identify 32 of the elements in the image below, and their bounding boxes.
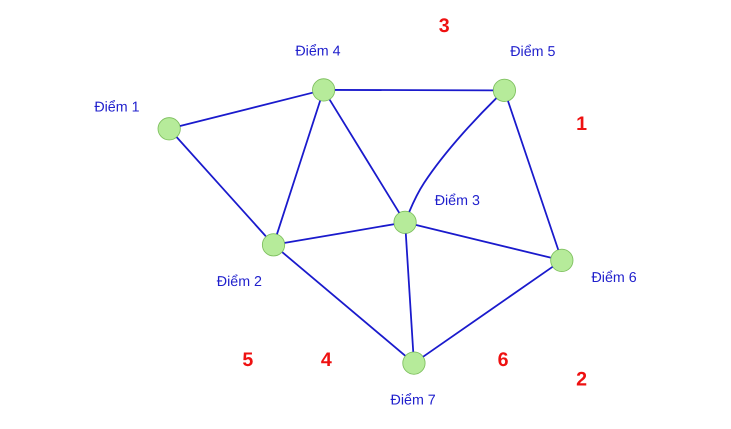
connector xyxy=(176,136,266,237)
node-label: Điểm 3 xyxy=(434,193,480,210)
label: 3 xyxy=(438,15,450,38)
connector xyxy=(276,100,322,234)
node-circle xyxy=(262,233,286,256)
node-label: Điểm 4 xyxy=(295,43,341,60)
connector xyxy=(282,252,406,356)
connector xyxy=(416,224,551,259)
node-label: Điểm 2 xyxy=(216,274,262,290)
node-label: Điểm 1 xyxy=(94,99,140,116)
connector xyxy=(284,223,394,244)
node-circle xyxy=(492,78,516,102)
node-circle xyxy=(402,352,426,375)
connector xyxy=(507,100,560,250)
node-circle xyxy=(393,210,417,234)
node-label: Điểm 5 xyxy=(510,44,556,60)
node-label: Điểm 7 xyxy=(390,392,436,408)
connector xyxy=(334,89,494,92)
connector xyxy=(180,92,313,127)
label: 2 xyxy=(576,368,588,391)
connector xyxy=(408,98,497,212)
node-circle xyxy=(550,248,574,272)
label: 4 xyxy=(320,348,332,371)
connector xyxy=(328,99,400,214)
label: 1 xyxy=(576,113,588,136)
node-circle xyxy=(158,117,181,140)
connector xyxy=(422,266,554,358)
connector xyxy=(404,234,414,352)
node-circle xyxy=(312,78,336,102)
label: 5 xyxy=(242,348,254,371)
label: 6 xyxy=(498,348,509,371)
node-label: Điểm 6 xyxy=(591,270,637,286)
